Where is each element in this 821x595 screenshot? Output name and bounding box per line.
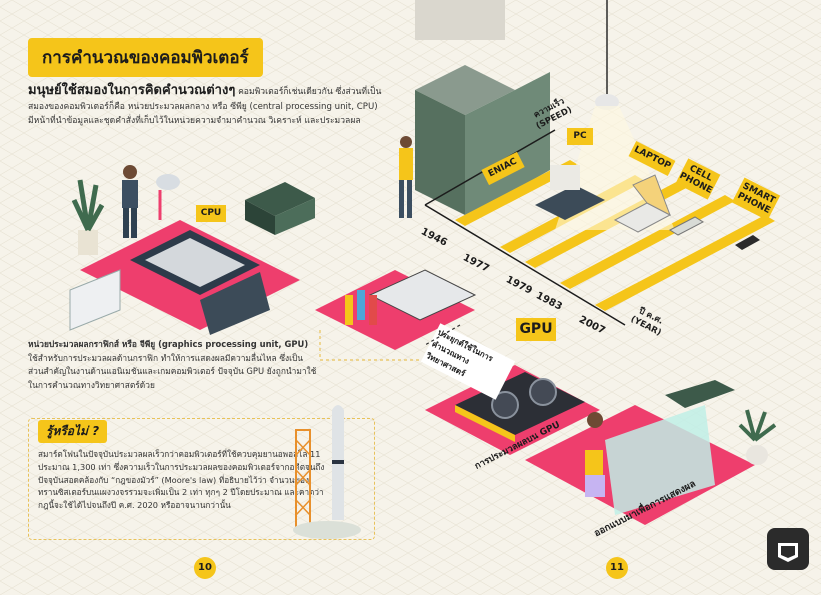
gpu-heading: หน่วยประมวลผลกราฟิกส์ หรือ จีพียู (graph… xyxy=(28,339,309,349)
connector-arrows xyxy=(319,324,461,361)
cpu-label: CPU xyxy=(196,205,226,222)
did-you-know-text: สมาร์ตโฟนในปัจจุบันประมวลผลเร็วกว่าคอมพิ… xyxy=(38,449,325,511)
science-workstation-illustration xyxy=(315,269,477,350)
intro-paragraph: มนุษย์ใช้สมองในการคิดคำนวณต่างๆ คอมพิวเต… xyxy=(28,83,383,129)
did-you-know-title: รู้หรือไม่ ? xyxy=(38,420,108,443)
publisher-logo xyxy=(767,528,809,570)
display-illustration xyxy=(525,380,777,525)
gpu-text: ใช้สำหรับการประมวลผลด้านกราฟิก ทำให้การแ… xyxy=(28,352,317,390)
timeline-device-pc: PC xyxy=(567,128,593,145)
rocket-illustration xyxy=(293,405,361,539)
intro-text: คอมพิวเตอร์ก็เช่นเดียวกัน ซึ่งส่วนที่เป็… xyxy=(28,87,382,126)
gpu-card-illustration xyxy=(425,365,600,455)
did-you-know-box xyxy=(28,418,375,540)
gpu-label: GPU xyxy=(516,318,556,341)
page-number-right: 11 xyxy=(606,557,628,579)
timeline-illustration xyxy=(399,0,775,326)
cpu-illustration xyxy=(69,165,315,335)
page-number-left: 10 xyxy=(194,557,216,579)
page-title: การคำนวณของคอมพิวเตอร์ xyxy=(28,38,263,77)
gpu-paragraph: หน่วยประมวลผลกราฟิกส์ หรือ จีพียู (graph… xyxy=(28,338,318,392)
intro-headline: มนุษย์ใช้สมองในการคิดคำนวณต่างๆ xyxy=(28,83,236,98)
cube-icon xyxy=(778,543,798,562)
